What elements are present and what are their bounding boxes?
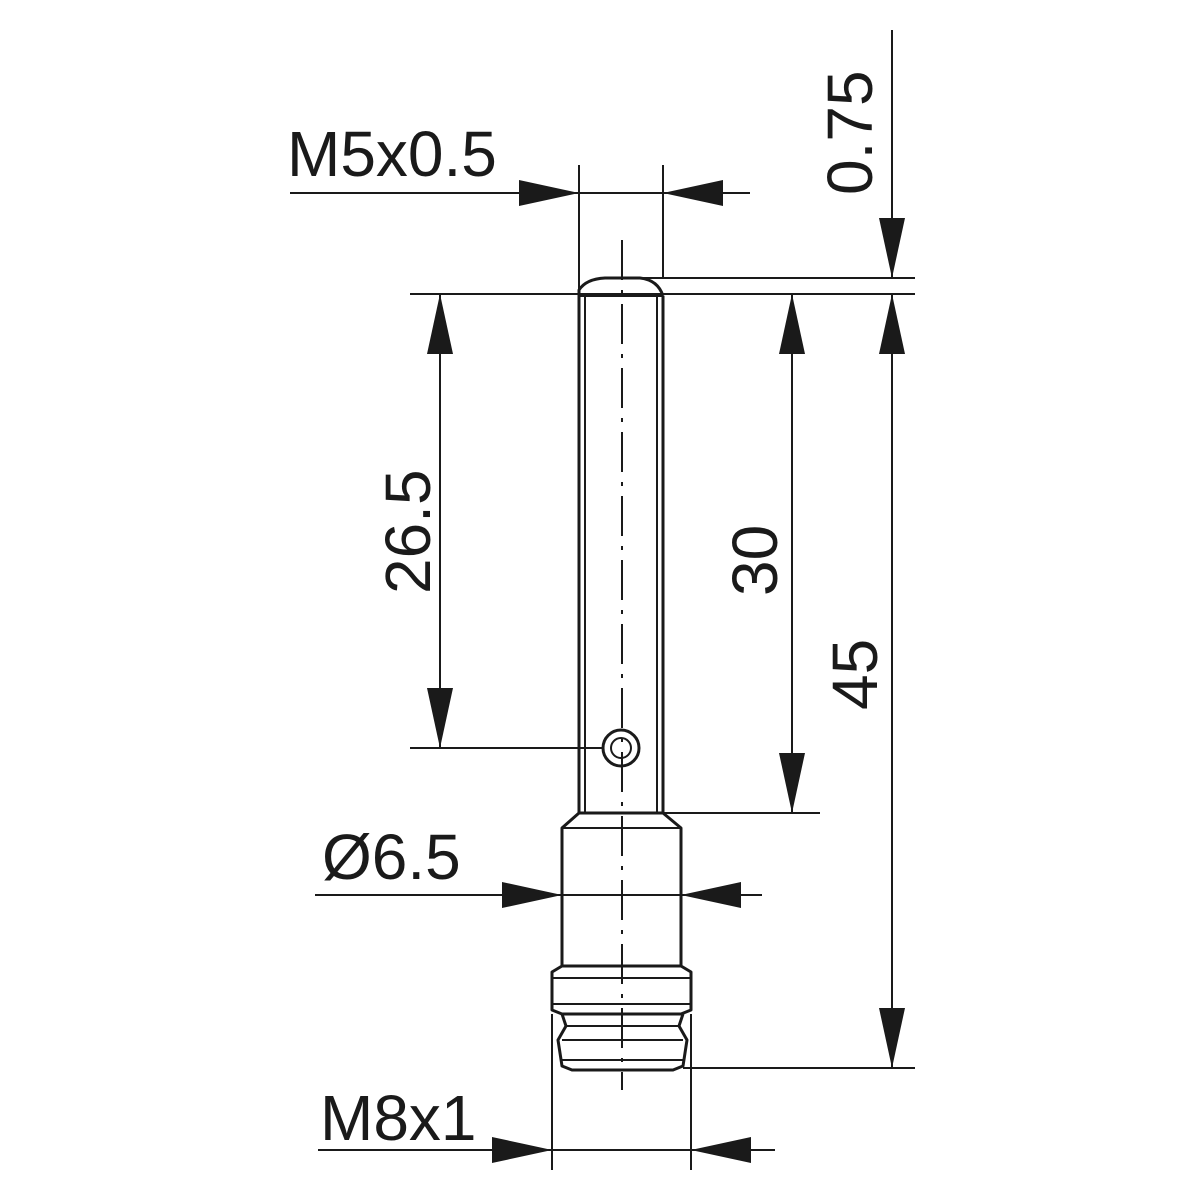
dim-m8-arrow-right [691,1137,751,1163]
dim-m5-arrow-right [663,180,723,206]
dim-075-arrow-top [879,218,905,278]
dim-65-arrow-right [681,882,741,908]
dim-m5-thread: M5x0.5 [287,118,750,206]
dim-265-arrow-top [427,294,453,354]
dim-rod-length: 30 [719,294,805,813]
dim-m5-arrow-left [519,180,579,206]
dim-075-label: 0.75 [814,70,886,195]
dim-65-arrow-left [502,882,562,908]
dim-265-arrow-bottom [427,688,453,748]
dim-265-label: 26.5 [372,469,444,594]
dim-30-arrow-top [779,294,805,354]
dim-30-label: 30 [719,525,791,596]
connector-nut [550,964,693,1016]
dim-45-label: 45 [819,639,891,710]
dim-m8-thread: M8x1 [318,1082,775,1163]
dim-m8-arrow-left [492,1137,552,1163]
dim-hole-position: 26.5 [372,294,453,748]
dim-65-label: Ø6.5 [322,821,461,893]
dim-body-diameter: Ø6.5 [315,821,762,908]
dim-m5-label: M5x0.5 [287,118,497,190]
sensor-body [550,276,693,1072]
dim-total-length: 45 [819,294,905,1068]
sensor-tip [577,276,665,297]
dim-30-arrow-bottom [779,753,805,813]
connector-end [556,1013,689,1072]
dim-m8-label: M8x1 [320,1082,477,1154]
extension-lines [410,165,915,1170]
dim-45-arrow-bottom [879,1008,905,1068]
